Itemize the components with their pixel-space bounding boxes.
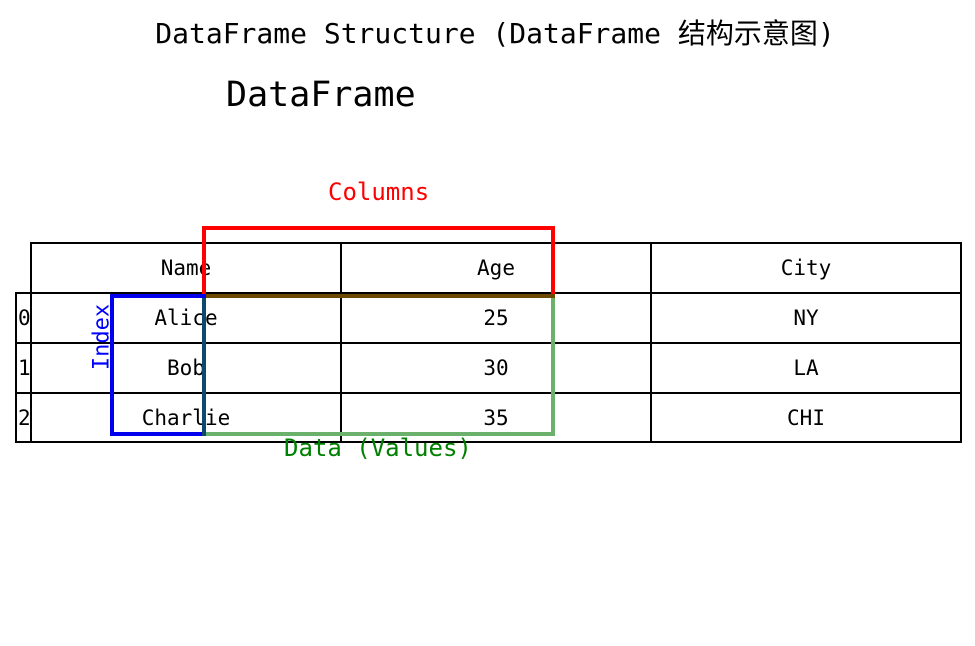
table-cell: NY	[650, 292, 962, 344]
data-values-label: Data (Values)	[284, 434, 472, 462]
table-cell: CHI	[650, 392, 962, 443]
data-highlight-box	[202, 294, 555, 436]
columns-data-overlap-line	[206, 294, 555, 298]
diagram-title: DataFrame Structure (DataFrame 结构示意图)	[155, 17, 835, 50]
table-cell: LA	[650, 342, 962, 394]
table-cell: 35	[340, 392, 652, 443]
column-header-city: City	[650, 242, 962, 294]
index-label: Index	[89, 303, 115, 371]
table-cell: Charlie	[30, 392, 342, 443]
index-data-overlap-line	[202, 298, 206, 436]
columns-highlight-box	[202, 226, 555, 298]
columns-label: Columns	[328, 178, 430, 206]
dataframe-heading: DataFrame	[226, 75, 416, 115]
index-highlight-box	[110, 294, 206, 436]
